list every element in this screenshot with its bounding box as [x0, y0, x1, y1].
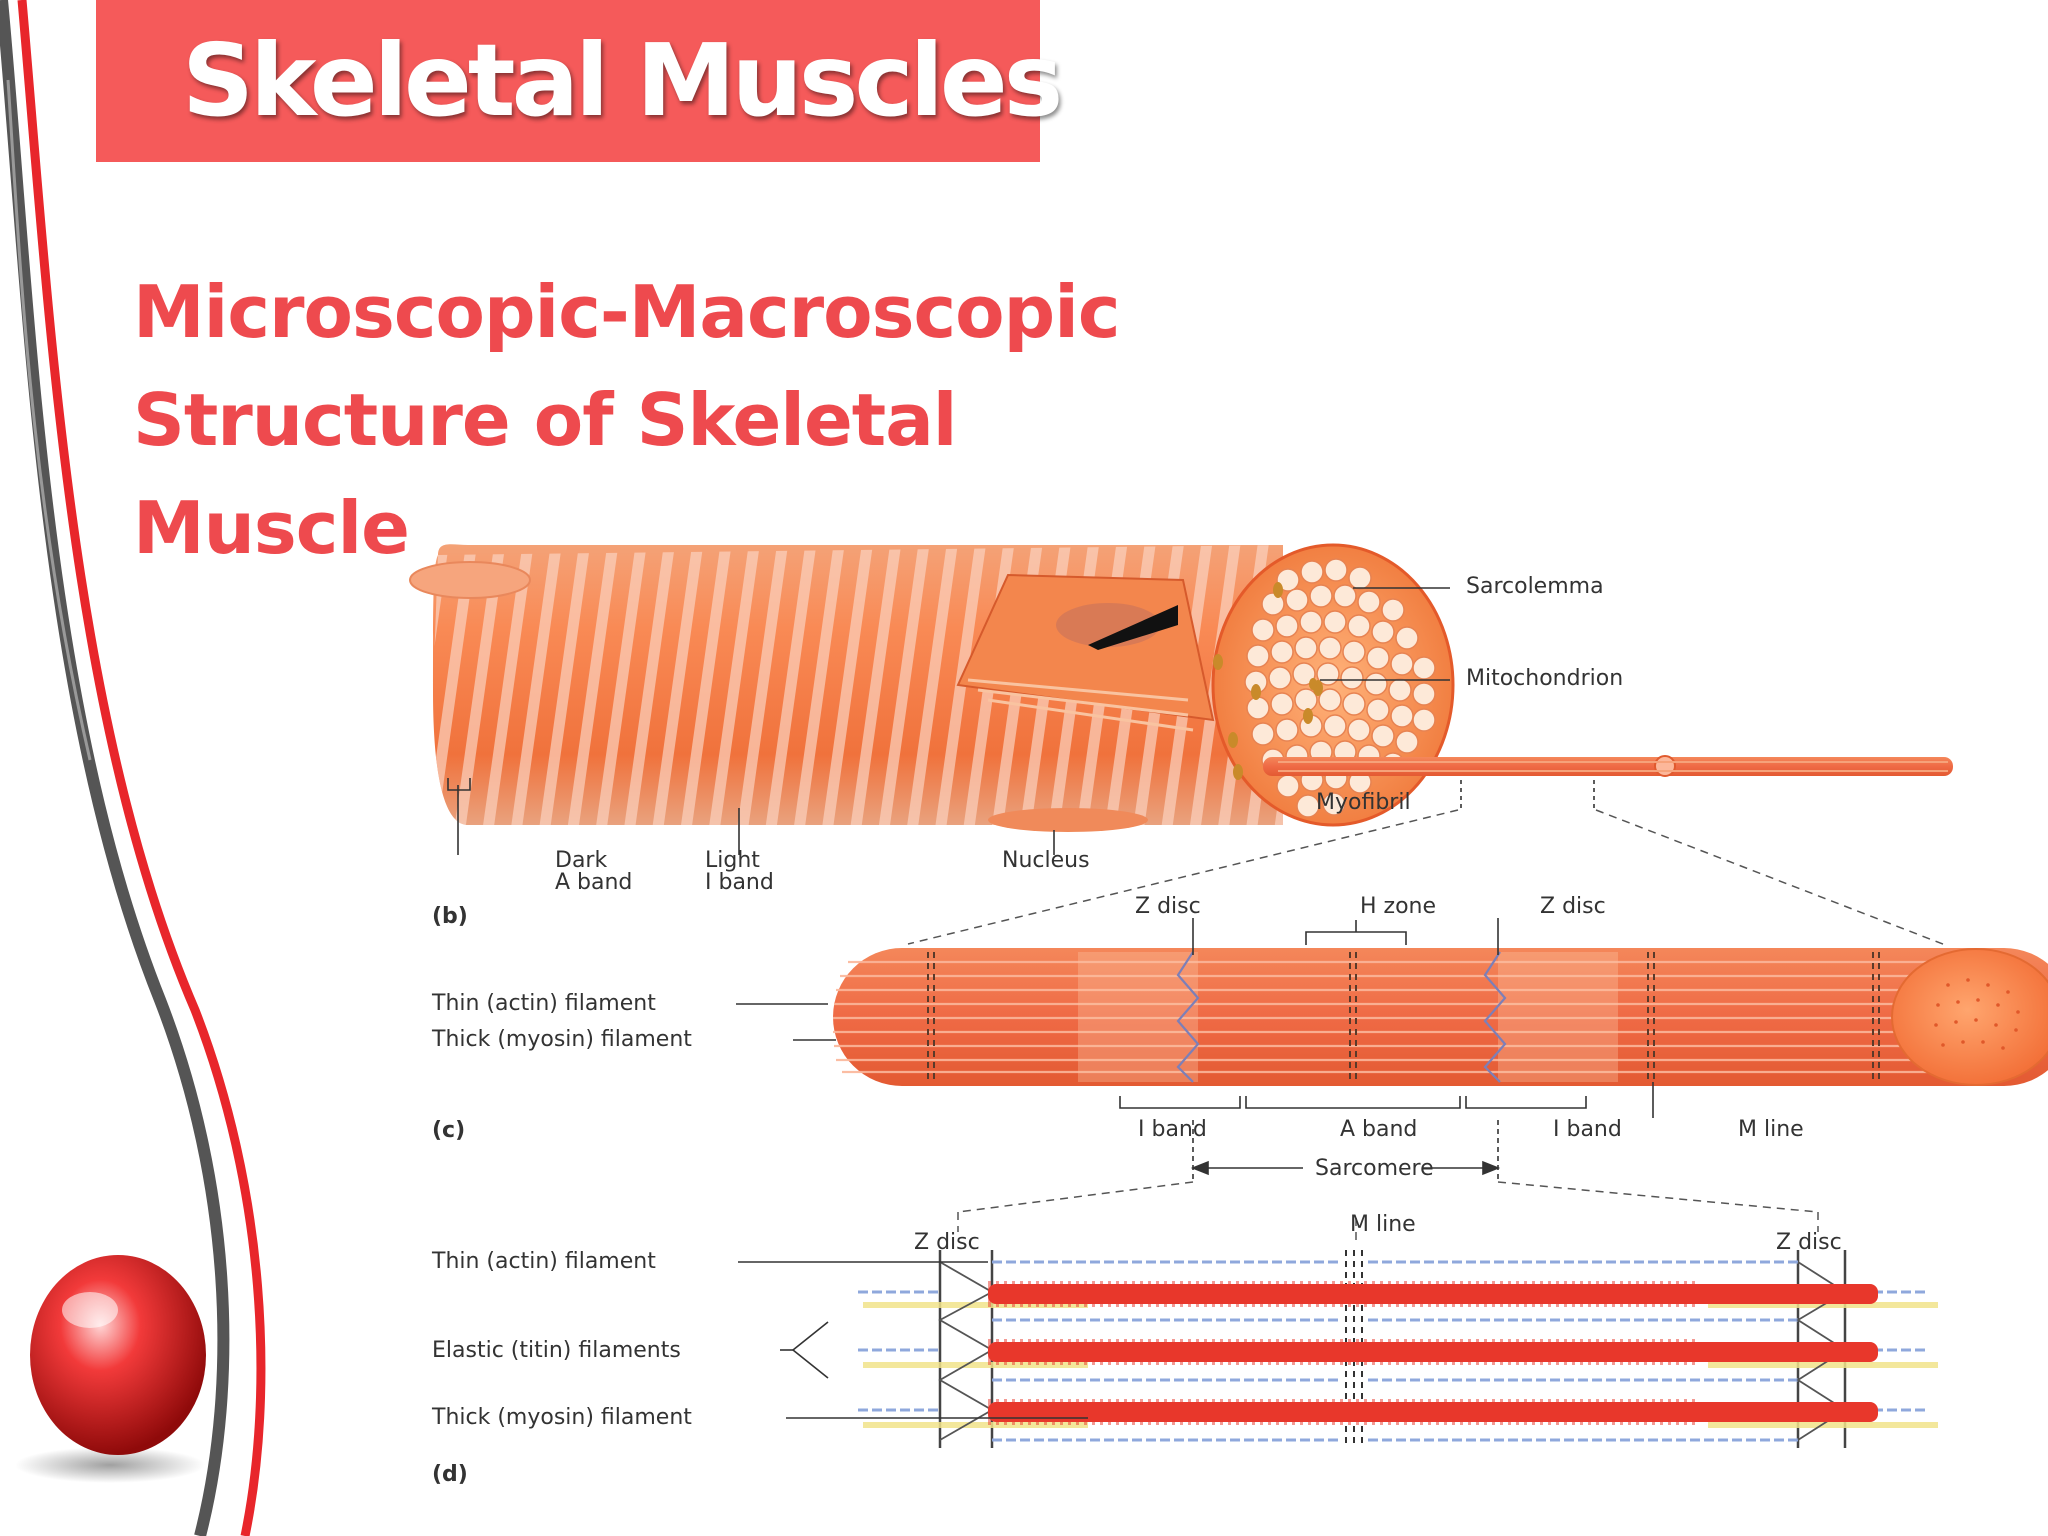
label-elastic-filaments: Elastic (titin) filaments	[432, 1338, 681, 1363]
muscle-fiber	[409, 544, 1283, 832]
label-m-line-c: M line	[1738, 1117, 1804, 1142]
myofibril-strand	[1263, 755, 1953, 777]
label-z-disc-d-right: Z disc	[1776, 1230, 1842, 1255]
leaders-c	[736, 918, 1654, 1180]
label-light-band-1: Light	[705, 848, 760, 873]
label-dark-band-1: Dark	[555, 848, 608, 873]
zoom-lines-c-d	[957, 1181, 1819, 1240]
label-thin-filament-c: Thin (actin) filament	[432, 991, 656, 1016]
label-thick-filament-c: Thick (myosin) filament	[432, 1027, 692, 1052]
label-sarcolemma: Sarcolemma	[1466, 574, 1604, 599]
zoom-lines-b-c	[907, 809, 1949, 947]
label-mitochondrion: Mitochondrion	[1466, 666, 1624, 691]
leaders-d	[738, 1261, 1088, 1419]
panel-label-d: (d)	[432, 1462, 468, 1487]
leaders-b	[447, 587, 1595, 855]
panel-label-c: (c)	[432, 1118, 466, 1143]
panel-label-b: (b)	[432, 904, 468, 929]
label-i-band-left: I band	[1138, 1117, 1207, 1142]
label-z-disc-c-left: Z disc	[1135, 894, 1201, 919]
label-light-band-2: I band	[705, 870, 774, 895]
label-sarcomere: Sarcomere	[1315, 1156, 1434, 1181]
subtitle-line-1: Microscopic-Macroscopic	[133, 270, 1121, 354]
myofibril-closeup	[833, 948, 2048, 1086]
label-h-zone: H zone	[1360, 894, 1437, 919]
label-m-line-d: M line	[1350, 1212, 1416, 1237]
title-bar: Skeletal Muscles	[96, 0, 1063, 162]
label-z-disc-d-left: Z disc	[914, 1230, 980, 1255]
label-a-band: A band	[1340, 1117, 1418, 1142]
label-dark-band-2: A band	[555, 870, 633, 895]
label-thick-filament-d: Thick (myosin) filament	[432, 1405, 692, 1430]
mitochondria	[1213, 582, 1323, 780]
decorative-swoosh	[0, 0, 266, 1536]
label-myofibril: Myofibril	[1316, 790, 1411, 815]
label-nucleus: Nucleus	[1002, 848, 1090, 873]
sarcomere-filaments	[858, 1250, 1938, 1448]
muscle-fiber-diagram	[409, 543, 2048, 1448]
subtitle-line-3: Muscle	[133, 486, 410, 570]
label-z-disc-c-right: Z disc	[1540, 894, 1606, 919]
label-i-band-right: I band	[1553, 1117, 1622, 1142]
slide-title: Skeletal Muscles	[182, 22, 1063, 139]
myofibril-bundles	[1244, 558, 1436, 818]
label-thin-filament-d: Thin (actin) filament	[432, 1249, 656, 1274]
subtitle-line-2: Structure of Skeletal	[133, 378, 957, 462]
